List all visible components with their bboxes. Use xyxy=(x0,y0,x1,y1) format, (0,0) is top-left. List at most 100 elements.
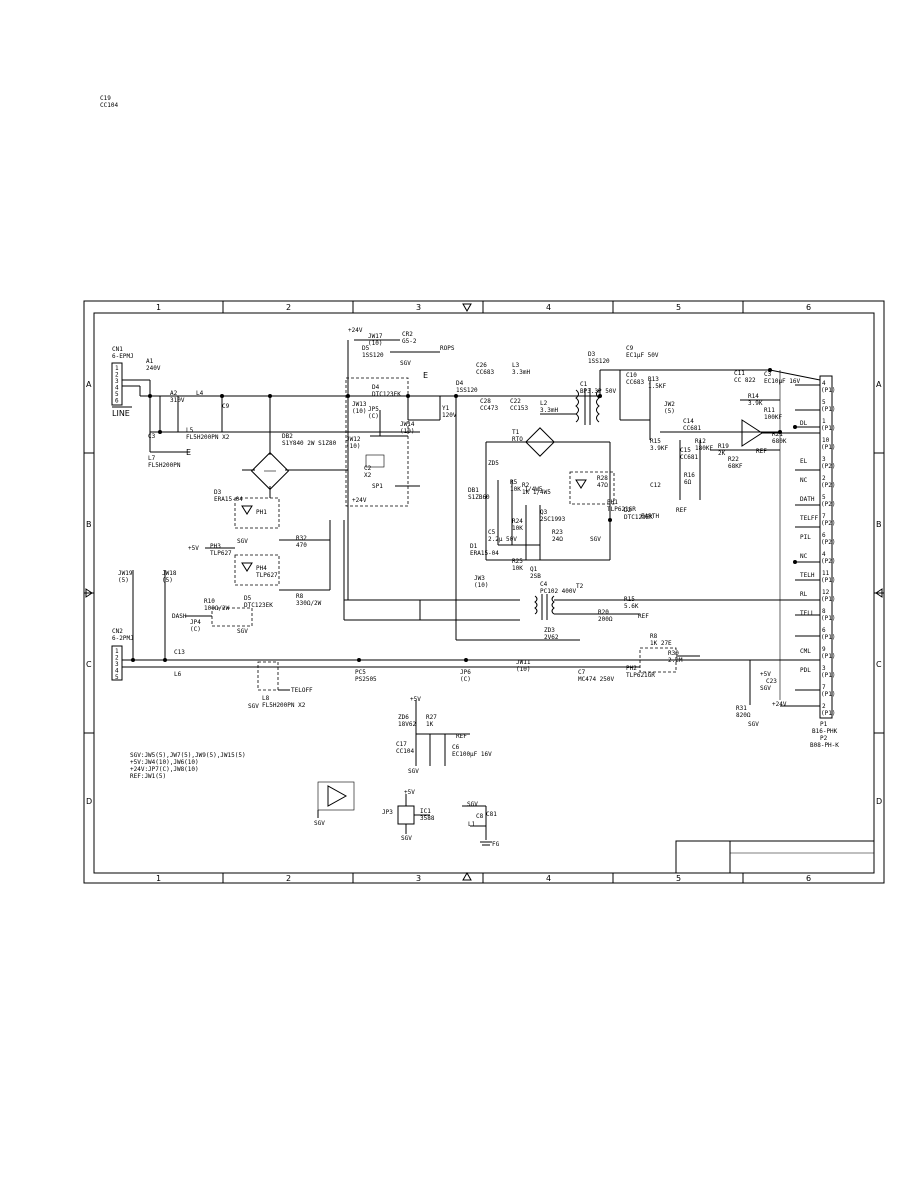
component-value-r31: 820Ω xyxy=(736,712,751,719)
grid-col-5-top: 5 xyxy=(676,303,681,312)
grid-row-d-right: D xyxy=(876,797,882,806)
p1-pin-sub: (P2) xyxy=(821,539,835,546)
p1-pin-sub: (P1) xyxy=(821,710,835,717)
component-value-r28: 47Ω xyxy=(597,482,608,489)
component-ref-c7: C7 xyxy=(578,669,586,676)
grid-row-b-left: B xyxy=(86,520,92,529)
cn1-type: 6-EPMJ xyxy=(112,353,134,360)
component-value-c7: MC474 250V xyxy=(578,676,615,683)
component-value-r8: 330Ω/2W xyxy=(296,600,322,607)
cn2-pin-5: 5 xyxy=(115,674,119,681)
p1-pin-no: 7 xyxy=(822,684,826,691)
component-ref-r25: R25 xyxy=(512,558,523,565)
component-value-q3: 2SC1993 xyxy=(540,516,566,523)
component-value-c6: EC100μF 16V xyxy=(452,751,492,758)
component-ref-d5: D5 xyxy=(244,595,252,602)
component-ref-a2: A2 xyxy=(170,390,178,397)
cn2-pin-1: 1 xyxy=(115,648,119,655)
component-value-r16: 6Ω xyxy=(684,479,692,486)
component-ref-c9: C9 xyxy=(222,403,230,410)
component-ref-r11: R11 xyxy=(764,407,775,414)
component-value-c3: EC10μF 16V xyxy=(764,378,801,385)
component-ref-r22: R22 xyxy=(728,456,739,463)
net-sgv-3: SGV xyxy=(237,628,248,635)
component-ref-jp3: JP3 xyxy=(382,809,393,816)
component-ref-db2: DB2 xyxy=(282,433,293,440)
component-value-r10: 100Ω/2W xyxy=(204,605,230,612)
p1-pin-net: NC xyxy=(800,477,808,484)
component-ref-c2: C2 xyxy=(364,465,372,472)
component-ref-d2: D2 xyxy=(624,507,632,514)
net-24v-1: +24V xyxy=(348,327,363,334)
net-sgv-6: SGV xyxy=(408,768,419,775)
component-value-pc5: PS2505 xyxy=(355,676,377,683)
component-ref-ph2: PH2 xyxy=(626,665,637,672)
ic1-regulator xyxy=(397,794,430,834)
net-dash: DASH xyxy=(172,613,187,620)
component-ref-r8: R8 xyxy=(296,593,304,600)
cn1-pin-2: 2 xyxy=(115,372,119,379)
component-ref-c14: C14 xyxy=(683,418,694,425)
p1-pin-no: 2 xyxy=(822,475,826,482)
cn1-name: CN1 xyxy=(112,346,123,353)
component-ref-l7: L7 xyxy=(148,455,156,462)
p1-pin-no: 4 xyxy=(822,380,826,387)
component-ref-c17: C17 xyxy=(396,741,407,748)
net-5v-3: +5V xyxy=(404,789,415,796)
component-ref-d5: D5 xyxy=(362,345,370,352)
component-ref-c13: C13 xyxy=(174,649,185,656)
component-value-r2: 1K 1/4W5 xyxy=(522,489,551,496)
component-ref-c12: C12 xyxy=(650,482,661,489)
grid-col-5-bottom: 5 xyxy=(676,874,681,883)
component-value-d5: DTC123EK xyxy=(244,602,273,609)
component-ref-ph1: PH1 xyxy=(256,509,267,516)
component-value-l2: 3.3mH xyxy=(540,407,558,414)
component-ref-l4: L4 xyxy=(196,390,204,397)
component-ref-ic1: IC1 xyxy=(420,808,431,815)
p1-pin-sub: (P1) xyxy=(821,406,835,413)
opamp-symbol xyxy=(317,781,355,818)
net-sgv-11: SGV xyxy=(760,685,771,692)
component-ref-c4: C4 xyxy=(540,581,548,588)
component-ref-jw13: JW13 xyxy=(352,401,367,408)
grid-row-c-right: C xyxy=(876,660,882,669)
component-value-c19: CC104 xyxy=(100,102,118,109)
net-sgv-5: SGV xyxy=(248,703,259,710)
p1-pin-no: 10 xyxy=(822,437,830,444)
note-line-1: SGV:JW5(5),JW7(5),JW9(5),JW15(5) xyxy=(130,752,246,759)
component-value-db2: S1Y840 2W S1Z80 xyxy=(282,440,337,447)
component-value-a2: 310V xyxy=(170,397,185,404)
component-value-d5: 1SS120 xyxy=(362,352,384,359)
component-value-r21: 680K xyxy=(772,438,787,445)
net-e-top: E xyxy=(423,371,428,380)
grid-row-a-right: A xyxy=(876,380,882,389)
net-24v-3: +24V xyxy=(772,701,787,708)
component-value-d3: ERA15-04 xyxy=(214,496,243,503)
p1-pin-no: 3 xyxy=(822,456,826,463)
net-ref-4: REF xyxy=(456,733,467,740)
component-ref-r13: R13 xyxy=(648,376,659,383)
component-value-d2: DTC123EK xyxy=(624,514,653,521)
component-value-zd3: 2V62 xyxy=(544,634,559,641)
component-ref-r31: R31 xyxy=(736,705,747,712)
p1-pin-sub: (P2) xyxy=(821,463,835,470)
p1-pin-no: 6 xyxy=(822,532,826,539)
component-ref-c23: C23 xyxy=(766,678,777,685)
component-ref-r10: R10 xyxy=(204,598,215,605)
component-ref-q1: Q1 xyxy=(530,566,538,573)
net-sgv-8: SGV xyxy=(401,835,412,842)
component-ref-l6: L6 xyxy=(174,671,182,678)
component-value-c4: PC102 400V xyxy=(540,588,577,595)
p1-pin-net: RL xyxy=(800,591,808,598)
component-value-ph1: TLP621GR xyxy=(607,506,636,513)
component-ref-l1: L1 xyxy=(468,821,476,828)
component-value-jw2: (5) xyxy=(664,408,675,415)
cn1-pin-5: 5 xyxy=(115,391,119,398)
component-value-r22: 68KF xyxy=(728,463,743,470)
net-ref-1: REF xyxy=(638,613,649,620)
net-fg: FG xyxy=(492,841,500,848)
p1-pin-no: 8 xyxy=(822,608,826,615)
cn2-name: CN2 xyxy=(112,628,123,635)
grid-ticks xyxy=(84,301,884,883)
